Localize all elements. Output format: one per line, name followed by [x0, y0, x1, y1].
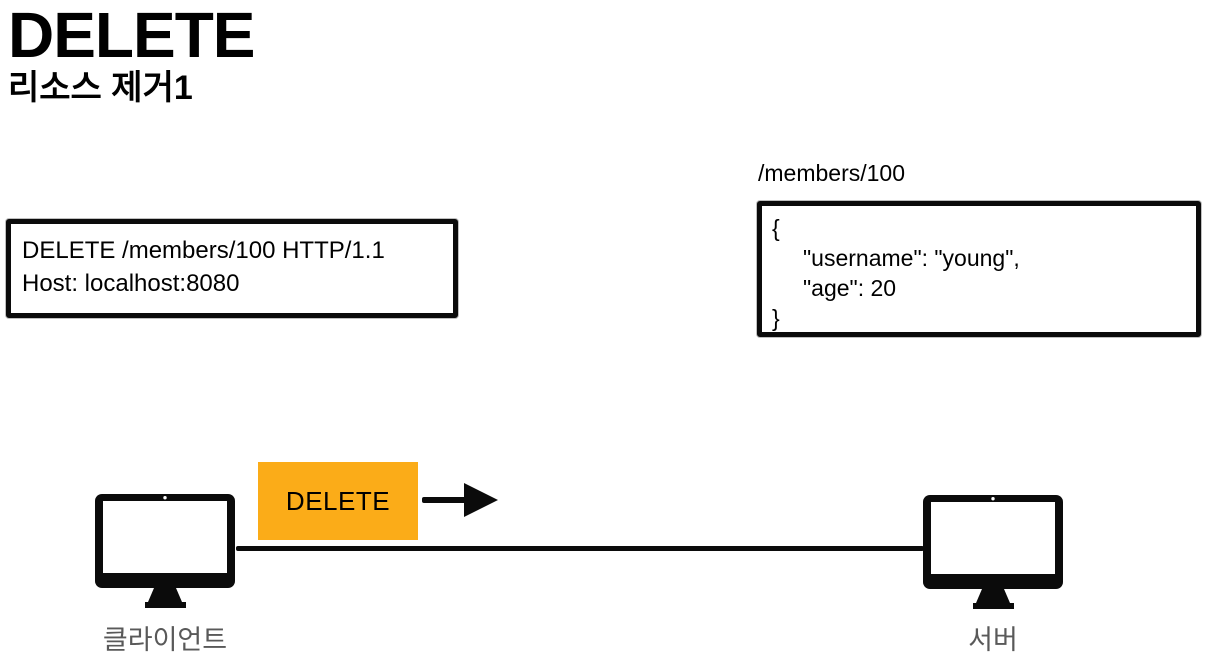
right-arrow-icon: [421, 483, 499, 518]
json-open-brace: {: [772, 215, 780, 241]
server-resource-box: { "username": "young", "age": 20 }: [757, 201, 1201, 337]
server-label: 서버: [968, 625, 1018, 655]
page-subtitle: 리소스 제거1: [8, 69, 193, 107]
request-line: DELETE /members/100 HTTP/1.1: [22, 237, 385, 264]
arrow-head: [464, 483, 498, 517]
resource-path-label: /members/100: [758, 160, 906, 186]
server-monitor-icon: [923, 495, 1063, 609]
json-username-line: "username": "young",: [803, 245, 1020, 271]
client-label: 클라이언트: [102, 625, 228, 655]
request-host-header: Host: localhost:8080: [22, 270, 240, 297]
client-monitor-icon: [95, 494, 235, 608]
client-server-connection-line: [236, 546, 924, 551]
page-title: DELETE: [8, 0, 255, 71]
http-request-box: DELETE /members/100 HTTP/1.1 Host: local…: [6, 219, 458, 318]
arrow-tail: [422, 497, 469, 503]
delete-method-badge: DELETE: [258, 462, 418, 540]
json-close-brace: }: [772, 305, 780, 331]
json-age-line: "age": 20: [803, 275, 897, 301]
